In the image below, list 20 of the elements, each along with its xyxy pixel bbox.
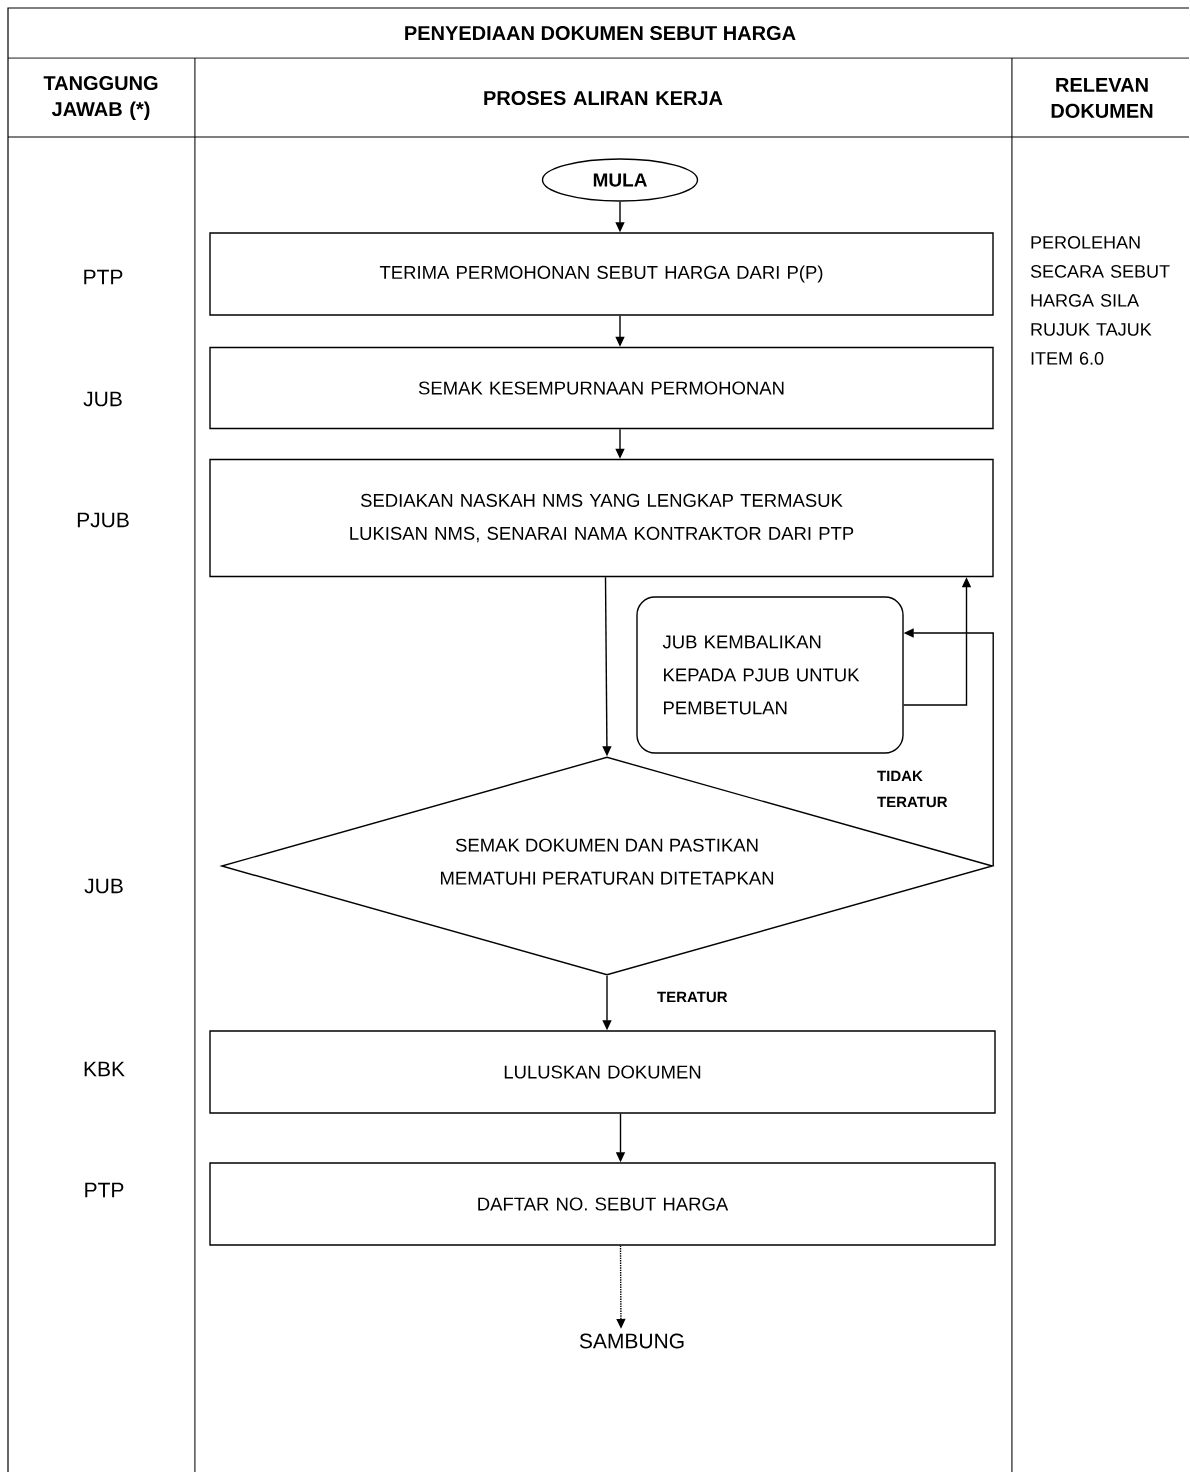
process-box: SEMAK KESEMPURNAAN PERMOHONAN (209, 346, 994, 430)
role-label: JUB (83, 391, 122, 407)
process-box: SEDIAKAN NASKAH NMS YANG LENGKAP TERMASUK LUKISAN NMS, SENARAI NAMA KONTRAKTOR DARI PTP (209, 458, 994, 578)
column-header: RELEVAN DOKUMEN (1051, 78, 1153, 118)
role-label: KBK (84, 1061, 125, 1077)
process-box: TERIMA PERMOHONAN SEBUT HARGA DARI P(P) (209, 232, 994, 316)
role-label: PJUB (77, 512, 129, 528)
process-box: LULUSKAN DOKUMEN (209, 1030, 996, 1114)
role-label: PTP (85, 1182, 124, 1198)
end-label: SAMBUNG (579, 1333, 684, 1349)
column-header: PROSES ALIRAN KERJA (484, 90, 723, 106)
role-label: JUB (84, 878, 123, 894)
process-box: DAFTAR NO. SEBUT HARGA (209, 1162, 996, 1246)
column-header: TANGGUNG JAWAB (*) (43, 75, 158, 121)
edge-label: TERATUR (657, 991, 728, 1003)
role-label: PTP (84, 269, 123, 285)
edge-label: TIDAK TERATUR (877, 770, 948, 808)
process-box: JUB KEMBALIKAN KEPADA PJUB UNTUK PEMBETULAN (636, 596, 904, 754)
document-reference: PEROLEHAN SECARA SEBUT HARGA SILA RUJUK TAJUK ITEM 6.0 (1030, 236, 1170, 365)
table-title: PENYEDIAAN DOKUMEN SEBUT HARGA (405, 25, 796, 41)
